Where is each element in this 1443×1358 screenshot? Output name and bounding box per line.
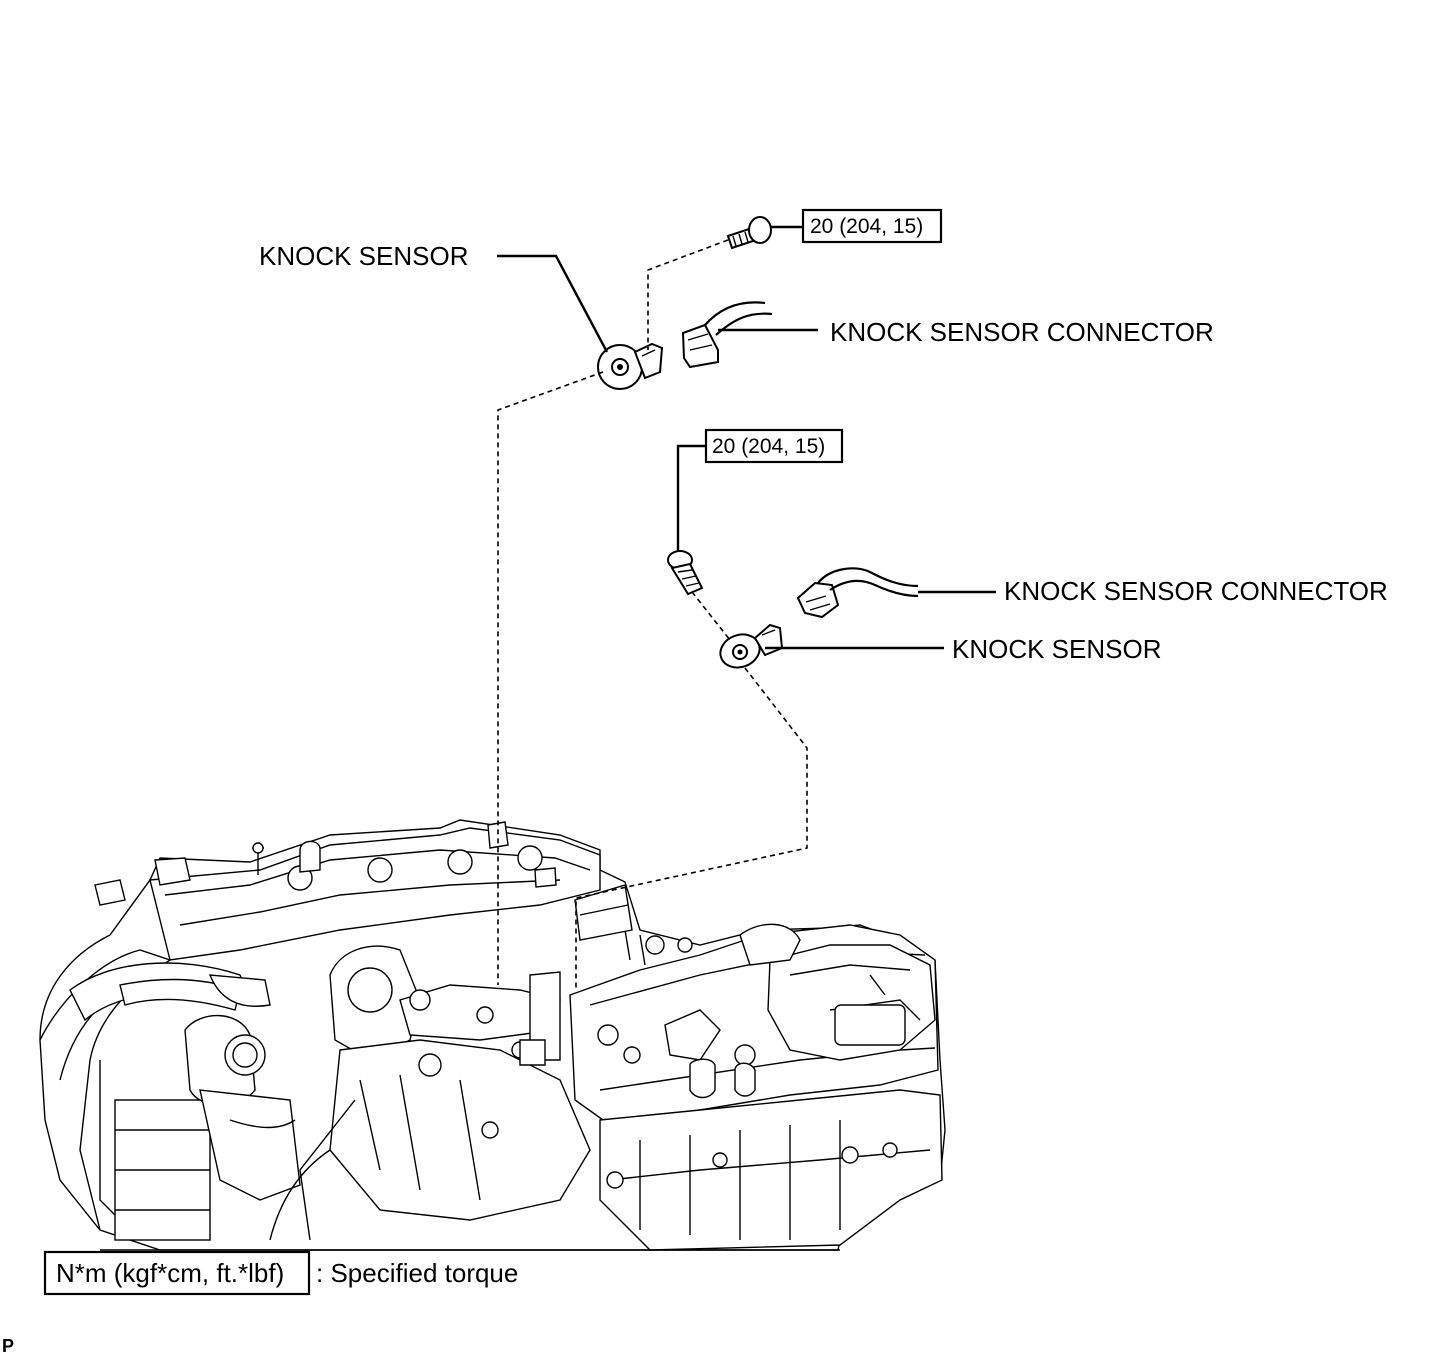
torque-legend: N*m (kgf*cm, ft.*lbf) : Specified torque [43,1250,518,1296]
bolt-lower-part [667,550,704,596]
knock-sensor-connector-upper-part [681,301,773,369]
knock-sensor-upper-part [597,342,664,390]
label-knock-sensor-connector-lower: KNOCK SENSOR CONNECTOR [1004,576,1388,606]
bolt-upper-part [726,216,772,250]
label-knock-sensor-lower: KNOCK SENSOR [952,634,1162,664]
torque-value-lower: 20 (204, 15) [712,435,825,458]
label-knock-sensor-upper: KNOCK SENSOR [259,241,469,271]
corner-mark: P [2,1336,14,1356]
assembly-dashed-lines [497,239,808,990]
torque-box-upper: 20 (204, 15) [801,208,943,244]
leader-lines [497,225,996,650]
torque-value-upper: 20 (204, 15) [810,215,923,238]
engine-assembly [39,819,946,1251]
legend-meaning-text: : Specified torque [316,1258,518,1288]
torque-box-lower: 20 (204, 15) [704,428,844,464]
legend-unit-box-text: N*m (kgf*cm, ft.*lbf) [56,1258,284,1288]
label-knock-sensor-connector-upper: KNOCK SENSOR CONNECTOR [830,317,1214,347]
knock-sensor-connector-lower-part [796,567,919,619]
